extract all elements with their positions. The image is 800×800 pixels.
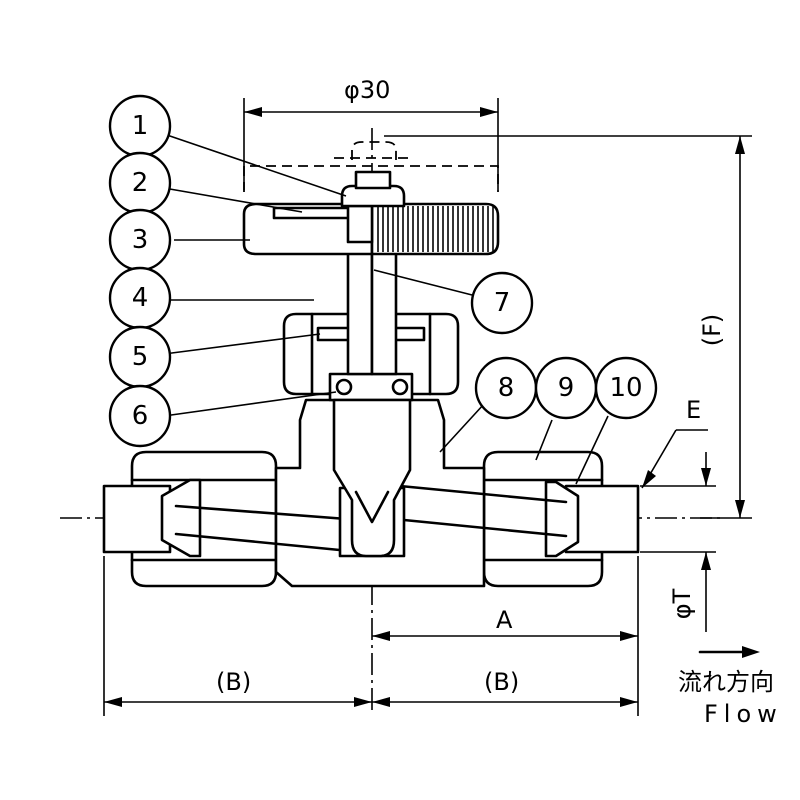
svg-text:4: 4	[132, 283, 149, 313]
svg-text:10: 10	[609, 373, 642, 403]
callout-1: 1	[108, 94, 172, 158]
E-label: E	[686, 396, 701, 424]
flow-jp-label: 流れ方向	[678, 668, 774, 696]
flow-en-label: Flow	[704, 700, 783, 728]
svg-text:8: 8	[498, 373, 515, 403]
svg-text:5: 5	[132, 342, 149, 372]
svg-text:6: 6	[132, 401, 149, 431]
svg-text:1: 1	[132, 111, 149, 141]
callout-10: 10	[594, 356, 658, 420]
callout-6: 6	[108, 384, 172, 448]
knurling	[377, 206, 494, 252]
callout-2: 2	[108, 151, 172, 215]
top-travel-outline	[351, 141, 397, 160]
dimension-phi30: φ30	[243, 76, 499, 190]
callout-5: 5	[108, 325, 172, 389]
phi30-label: φ30	[344, 76, 390, 104]
dimension-B: (B) (B)	[103, 556, 638, 716]
top-nut	[340, 170, 406, 208]
callout-7: 7	[470, 271, 534, 335]
dimension-F: (F)	[384, 135, 752, 519]
callout-3: 3	[108, 208, 172, 272]
callout-8: 8	[474, 356, 538, 420]
dimension-A: A	[372, 556, 639, 716]
svg-text:7: 7	[494, 288, 511, 318]
A-label: A	[496, 606, 513, 634]
stem	[346, 238, 398, 376]
dimension-E-phiT: E φT	[640, 396, 716, 632]
svg-text:2: 2	[132, 168, 149, 198]
phiT-label: φT	[668, 588, 696, 619]
B-left-label: (B)	[216, 668, 251, 696]
svg-text:3: 3	[132, 225, 149, 255]
svg-text:9: 9	[558, 373, 575, 403]
callout-4: 4	[108, 266, 172, 330]
callout-9: 9	[534, 356, 598, 420]
F-label: (F)	[698, 314, 726, 347]
flow-direction: 流れ方向 Flow	[678, 646, 783, 728]
B-right-label: (B)	[484, 668, 519, 696]
leader-lines	[163, 133, 609, 485]
handle-knob	[242, 202, 500, 256]
